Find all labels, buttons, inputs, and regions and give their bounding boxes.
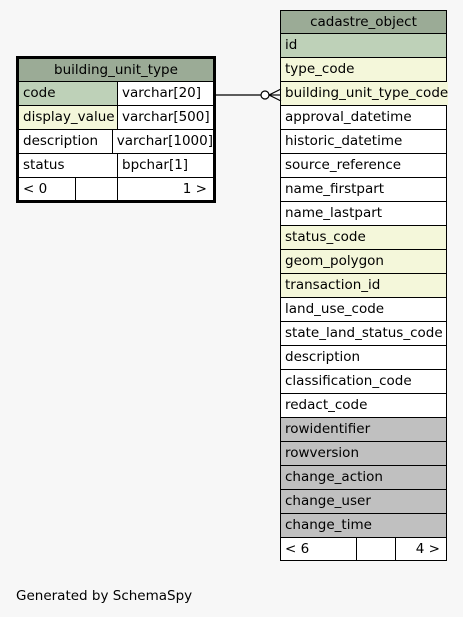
table-row[interactable]: change_user — [281, 490, 446, 514]
column-name: status_code — [281, 226, 446, 249]
crowfoot-upper — [268, 88, 282, 96]
column-name: name_firstpart — [281, 178, 446, 201]
table-row[interactable]: change_action — [281, 466, 446, 490]
footer-spacer — [75, 178, 117, 200]
table-row[interactable]: id — [281, 34, 446, 58]
parents-count[interactable]: < 6 — [285, 541, 310, 557]
table-row[interactable]: state_land_status_code — [281, 322, 446, 346]
column-name: redact_code — [281, 394, 446, 417]
children-count[interactable]: 1 > — [117, 178, 213, 200]
table-title: cadastre_object — [281, 11, 446, 34]
column-name: land_use_code — [281, 298, 446, 321]
column-name: building_unit_type_code — [281, 82, 449, 105]
table-row[interactable]: description — [281, 346, 446, 370]
column-name: description — [19, 130, 112, 153]
column-type: bpchar[1] — [117, 154, 213, 177]
parents-count[interactable]: < 0 — [23, 181, 48, 197]
footer-spacer — [356, 538, 395, 560]
column-name: type_code — [281, 58, 446, 81]
table-title: building_unit_type — [19, 59, 213, 82]
column-name: geom_polygon — [281, 250, 446, 273]
column-name: description — [281, 346, 446, 369]
table-row[interactable]: geom_polygon — [281, 250, 446, 274]
table-row[interactable]: status_code — [281, 226, 446, 250]
column-name: id — [281, 34, 446, 57]
column-name: historic_datetime — [281, 130, 446, 153]
table-row[interactable]: rowidentifier — [281, 418, 446, 442]
column-name: change_time — [281, 514, 446, 537]
column-name: change_user — [281, 490, 446, 513]
table-row[interactable]: transaction_id — [281, 274, 446, 298]
table-row[interactable]: historic_datetime — [281, 130, 446, 154]
table-row[interactable]: type_code — [281, 58, 446, 82]
column-name: rowversion — [281, 442, 446, 465]
column-type: varchar[500] — [117, 106, 213, 129]
table-row[interactable]: name_lastpart — [281, 202, 446, 226]
table-footer: < 6 4 > — [281, 538, 446, 560]
column-name: rowidentifier — [281, 418, 446, 441]
table-row[interactable]: rowversion — [281, 442, 446, 466]
column-name: state_land_status_code — [281, 322, 446, 345]
crowfoot-lower — [268, 94, 282, 102]
generated-by-note: Generated by SchemaSpy — [16, 588, 193, 604]
column-name: approval_datetime — [281, 106, 446, 129]
children-count[interactable]: 4 > — [395, 538, 446, 560]
table-row[interactable]: name_firstpart — [281, 178, 446, 202]
zero-marker — [260, 90, 270, 100]
column-name: classification_code — [281, 370, 446, 393]
column-type: varchar[1000] — [111, 130, 213, 153]
column-name: source_reference — [281, 154, 446, 177]
table-row[interactable]: change_time — [281, 514, 446, 538]
table-row[interactable]: building_unit_type_code — [281, 82, 449, 106]
table-row[interactable]: source_reference — [281, 154, 446, 178]
column-type: varchar[20] — [117, 82, 213, 105]
column-name: display_value — [19, 106, 117, 129]
table-row[interactable]: approval_datetime — [281, 106, 446, 130]
table-footer: < 0 1 > — [19, 178, 213, 200]
column-name: transaction_id — [281, 274, 446, 297]
column-name: change_action — [281, 466, 446, 489]
table-row[interactable]: redact_code — [281, 394, 446, 418]
column-name: status — [19, 154, 117, 177]
table-row[interactable]: land_use_code — [281, 298, 446, 322]
table-row[interactable]: classification_code — [281, 370, 446, 394]
column-name: code — [19, 82, 117, 105]
column-name: name_lastpart — [281, 202, 446, 225]
